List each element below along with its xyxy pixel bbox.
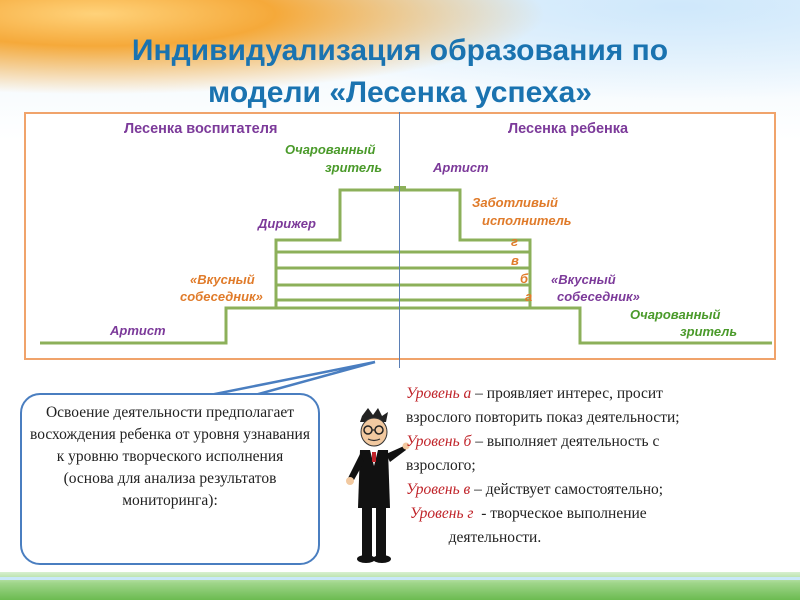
level-text: взрослого повторить показ деятельности; xyxy=(406,409,680,426)
level-line: Уровень а – проявляет интерес, просит xyxy=(406,382,796,406)
right-label-artist: Артист xyxy=(433,160,489,175)
center-divider xyxy=(399,112,400,368)
top-step-cap xyxy=(394,186,406,190)
title-line-2: модели «Лесенка успеха» xyxy=(208,76,592,109)
right-label-level-v: в xyxy=(511,253,519,268)
level-line: Уровень б – выполняет деятельность с xyxy=(406,430,796,454)
level-text: деятельности. xyxy=(406,529,542,546)
right-label-caring-2: исполнитель xyxy=(482,213,572,228)
callout-box xyxy=(20,393,320,565)
right-label-tasty-1: «Вкусный xyxy=(551,272,616,287)
page-title: Индивидуализация образования по модели «… xyxy=(0,30,800,114)
level-text: - творческое выполнение xyxy=(473,505,647,522)
level-text: – выполняет деятельность с xyxy=(471,433,660,450)
cartoon-man-pointing-icon xyxy=(346,408,410,563)
right-label-caring-1: Заботливый xyxy=(472,195,558,210)
title-line-1: Индивидуализация образования по xyxy=(131,34,669,67)
level-name-a: Уровень а xyxy=(406,385,472,402)
level-name-v: Уровень в xyxy=(406,481,471,498)
ladder-frame xyxy=(24,112,776,360)
right-label-tasty-2: собеседник» xyxy=(557,289,640,304)
left-stairs xyxy=(40,188,400,345)
left-label-tasty-2: собеседник» xyxy=(180,289,263,304)
callout-pointer xyxy=(209,360,376,397)
level-line: взрослого повторить показ деятельности; xyxy=(406,406,796,430)
levels-description: Уровень а – проявляет интерес, просит вз… xyxy=(406,382,796,550)
level-line: взрослого; xyxy=(406,454,796,478)
right-label-level-g: г xyxy=(511,234,518,249)
level-name-b: Уровень б xyxy=(406,433,472,450)
level-line: деятельности. xyxy=(406,526,796,550)
level-name-g: Уровень г xyxy=(406,505,474,522)
right-label-level-a: а xyxy=(525,289,533,304)
left-label-charmed-1: Очарованный xyxy=(285,142,376,157)
footer-accent-line xyxy=(0,577,800,580)
level-line: Уровень в – действует самостоятельно; xyxy=(406,478,796,502)
footer-bar xyxy=(0,572,800,600)
right-header: Лесенка ребенка xyxy=(508,121,629,137)
level-line: Уровень г - творческое выполнение xyxy=(406,502,796,526)
right-label-level-b: б xyxy=(520,271,529,286)
right-stairs xyxy=(400,188,772,345)
left-label-conductor: Дирижер xyxy=(258,216,316,231)
left-header: Лесенка воспитателя xyxy=(124,121,278,137)
level-text: – проявляет интерес, просит xyxy=(471,385,663,402)
right-label-charmed-2: зритель xyxy=(680,324,738,339)
left-label-artist: Артист xyxy=(110,323,166,338)
left-label-charmed-2: зритель xyxy=(325,160,383,175)
callout-text: Освоение деятельности предполагает восхо… xyxy=(30,404,310,509)
level-text: взрослого; xyxy=(406,457,476,474)
left-label-tasty-1: «Вкусный xyxy=(190,272,255,287)
level-text: – действует самостоятельно; xyxy=(470,481,664,498)
right-label-charmed-1: Очарованный xyxy=(630,307,721,322)
